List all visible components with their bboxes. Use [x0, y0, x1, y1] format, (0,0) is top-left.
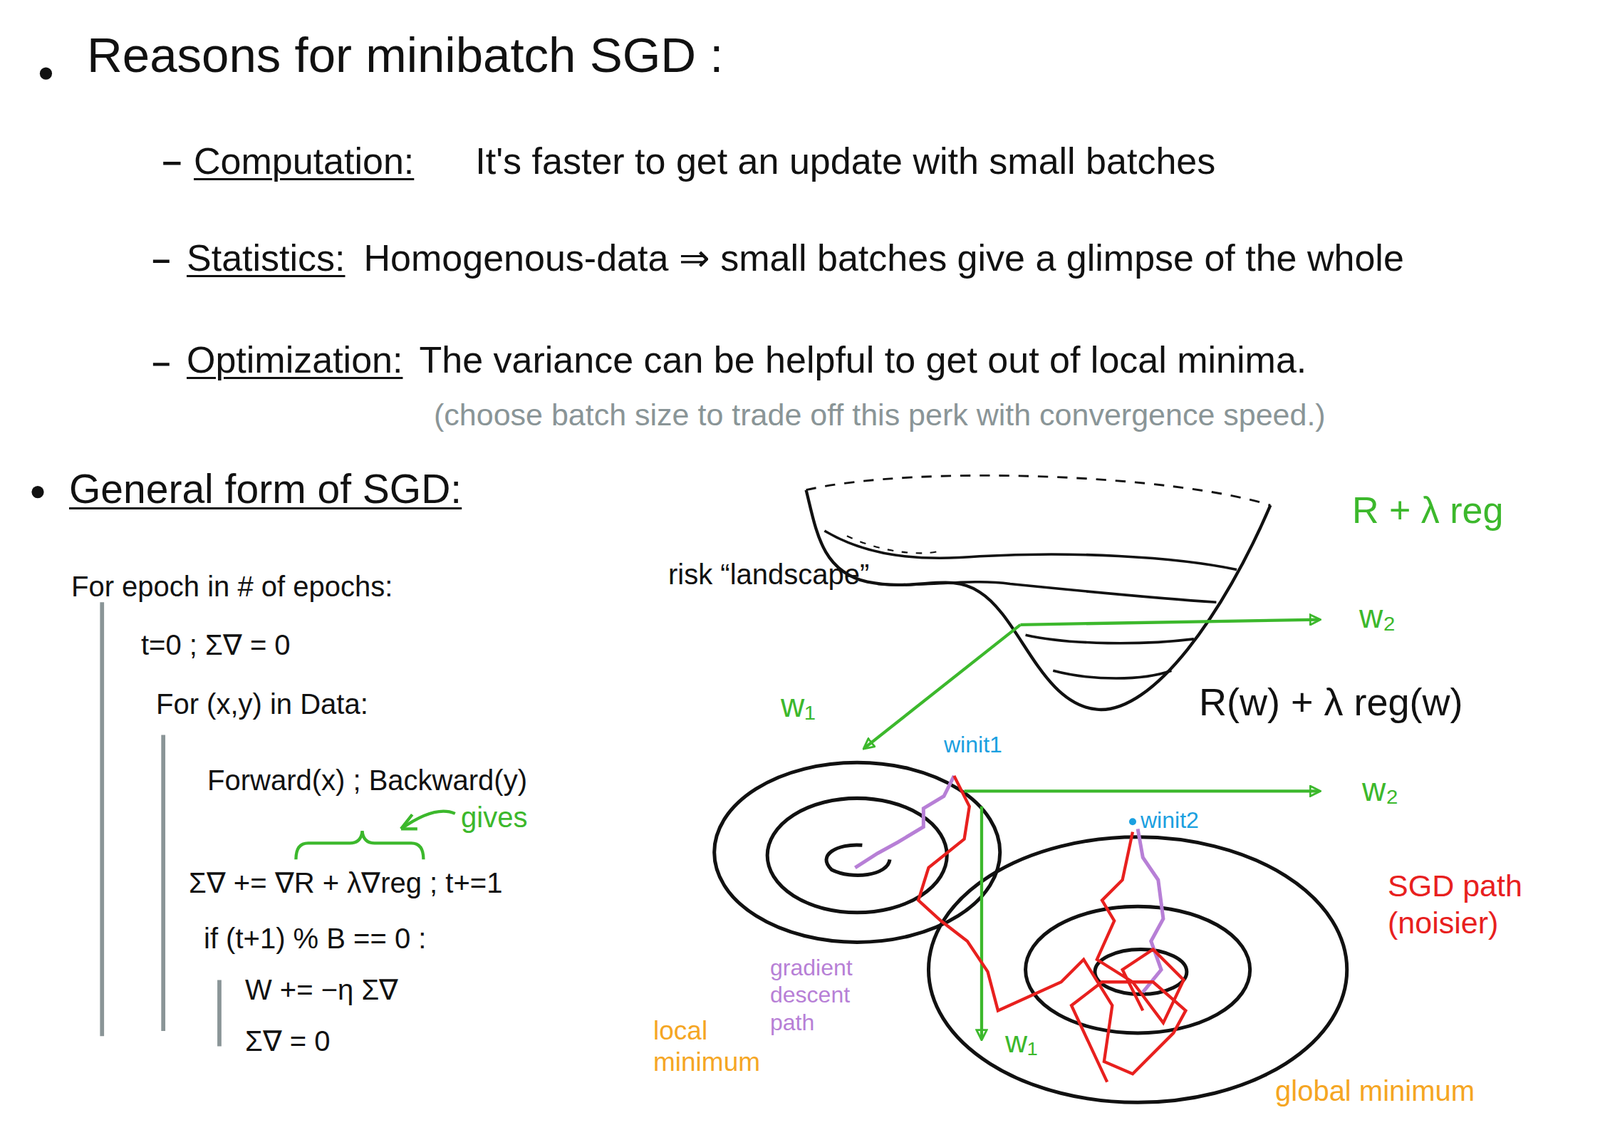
- minimum-label: local minimum: [653, 1015, 761, 1077]
- note-line: It's faster to get an update with small …: [475, 138, 1216, 184]
- minimum-label: global minimum: [1275, 1073, 1475, 1108]
- point-label: winit2: [1140, 806, 1199, 834]
- code-line: Forward(x) ; Backward(y): [207, 762, 528, 798]
- note-line: The variance can be helpful to get out o…: [418, 337, 1307, 382]
- text-group: w₁: [780, 686, 816, 726]
- text-group: SGD path (noisier): [1387, 867, 1551, 942]
- text-group: Σ∇ += ∇R + λ∇reg ; t+=1: [188, 865, 503, 900]
- heading: Reasons for minibatch SGD :: [86, 26, 724, 86]
- heading: General form of SGD:: [69, 464, 462, 513]
- path-label: SGD path (noisier): [1387, 868, 1523, 940]
- function-label: R(w) + λ reg(w): [1198, 678, 1464, 726]
- text-group: w₁: [1005, 1023, 1038, 1061]
- note-line: Optimization:: [186, 337, 403, 382]
- code-line: For (x,y) in Data:: [156, 686, 369, 721]
- note-line: Homogenous-data ⇒ small batches give a g…: [364, 235, 1405, 280]
- code-line: Σ∇ += ∇R + λ∇reg ; t+=1: [188, 865, 503, 900]
- text-group: Optimization: The variance can be helpful…: [186, 337, 1307, 382]
- text-group: Computation: It's faster to get an update…: [193, 138, 1216, 184]
- code-line: For epoch in # of epochs:: [71, 569, 393, 604]
- text-group: w₂: [1362, 770, 1399, 810]
- function-label: R + λ reg: [1352, 487, 1504, 533]
- text-group: t=0 ; Σ∇ = 0: [141, 627, 291, 662]
- text-group: winit1: [943, 730, 1003, 758]
- code-line: W += −η Σ∇: [245, 972, 399, 1007]
- text-group: General form of SGD:: [69, 464, 462, 513]
- note-line: Statistics:: [186, 235, 346, 280]
- text-group: W += −η Σ∇: [245, 972, 399, 1007]
- note-line: Computation:: [193, 138, 414, 184]
- text-group: local minimum: [653, 1015, 786, 1079]
- text-group: For epoch in # of epochs:: [71, 569, 393, 604]
- annotation: gives: [460, 800, 528, 835]
- axis-label: w₁: [780, 686, 816, 726]
- text-group: Reasons for minibatch SGD :: [86, 26, 724, 86]
- text-group: Forward(x) ; Backward(y): [207, 762, 528, 798]
- text-group: risk “landscape”: [668, 557, 872, 592]
- axis-label: w₂: [1359, 596, 1396, 637]
- code-line: if (t+1) % B == 0 :: [203, 921, 427, 956]
- axis-label: w₂: [1362, 770, 1399, 810]
- text-group: gradient descent path: [770, 953, 893, 1036]
- text-group: R + λ reg: [1352, 487, 1504, 533]
- text-group: gives: [460, 800, 528, 835]
- path-label: gradient descent path: [770, 954, 853, 1036]
- text-group: if (t+1) % B == 0 :: [203, 921, 427, 956]
- code-line: t=0 ; Σ∇ = 0: [141, 627, 291, 662]
- figure-label: risk “landscape”: [668, 558, 870, 590]
- point-label: winit1: [943, 730, 1003, 758]
- text-group: For (x,y) in Data:: [156, 686, 369, 721]
- axis-label: w₁: [1005, 1023, 1038, 1061]
- text-group: (choose batch size to trade off this per…: [433, 396, 1326, 434]
- text-group: Statistics: Homogenous-data ⇒ small batch…: [186, 235, 1405, 280]
- code-line: Σ∇ = 0: [245, 1023, 331, 1058]
- text-group: global minimum: [1275, 1073, 1475, 1108]
- text-group: w₂: [1359, 596, 1396, 637]
- text-group: Σ∇ = 0: [245, 1023, 331, 1058]
- note-aside: (choose batch size to trade off this per…: [433, 396, 1326, 434]
- text-group: winit2: [1140, 806, 1199, 834]
- text-group: R(w) + λ reg(w): [1198, 678, 1464, 726]
